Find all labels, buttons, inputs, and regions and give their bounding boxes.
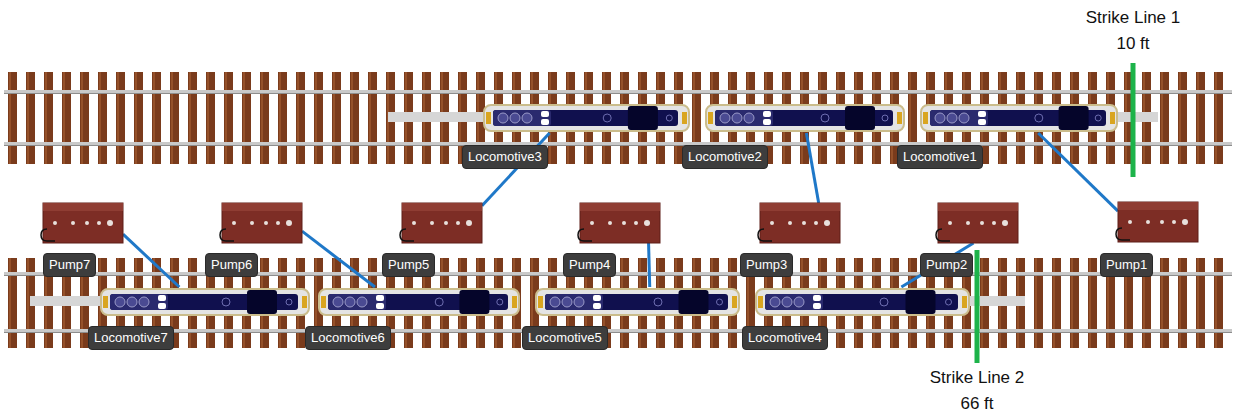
locomotive-shape — [318, 287, 520, 317]
couplers — [30, 112, 1158, 306]
unit-label: Pump1 — [1100, 253, 1153, 277]
pump-unit: Pump4 — [580, 203, 660, 243]
unit-label: Locomotive5 — [522, 326, 608, 350]
hose-connector — [302, 231, 375, 287]
locomotive-shape — [100, 287, 310, 317]
unit-label: Pump3 — [740, 253, 793, 277]
locomotive-shape — [483, 103, 690, 133]
hose-connector — [901, 243, 973, 287]
pump-shape — [938, 203, 1018, 243]
unit-label: Locomotive1 — [897, 145, 983, 169]
strike-line-label: 10 ft — [1116, 34, 1149, 54]
pump-shape — [402, 203, 482, 243]
pump-shape — [580, 203, 660, 243]
strike-line — [975, 250, 980, 363]
pump-unit: Pump2 — [938, 203, 1018, 243]
hose-connector — [1038, 133, 1118, 211]
pump-unit: Pump7 — [43, 203, 123, 243]
pump-unit: Pump6 — [222, 203, 302, 243]
unit-label: Locomotive6 — [305, 326, 391, 350]
strike-line — [1131, 63, 1136, 177]
hose-connector — [649, 243, 650, 287]
unit-label: Locomotive2 — [682, 145, 768, 169]
hose-connector — [123, 234, 179, 287]
locomotive: Locomotive5 — [535, 287, 740, 317]
locomotive: Locomotive1 — [920, 103, 1118, 133]
unit-label: Locomotive4 — [742, 326, 828, 350]
strike-line-label: 66 ft — [960, 394, 993, 414]
hose-connector — [482, 133, 550, 206]
unit-label: Pump7 — [43, 253, 96, 277]
strike-line-label: Strike Line 2 — [930, 368, 1025, 388]
pump-unit: Pump1 — [1118, 202, 1198, 242]
locomotive-shape — [755, 287, 970, 317]
top-track — [4, 72, 1232, 164]
bottom-track — [4, 258, 1232, 348]
locomotive-shape — [920, 103, 1118, 133]
unit-label: Pump2 — [920, 253, 973, 277]
unit-label: Pump6 — [205, 253, 258, 277]
unit-label: Pump4 — [563, 253, 616, 277]
locomotive: Locomotive2 — [705, 103, 905, 133]
strike-line-label: Strike Line 1 — [1086, 8, 1181, 28]
pump-shape — [760, 203, 840, 243]
locomotive: Locomotive3 — [483, 103, 690, 133]
pump-shape — [222, 203, 302, 243]
hose-connector — [806, 133, 818, 203]
locomotive: Locomotive4 — [755, 287, 970, 317]
locomotive: Locomotive7 — [100, 287, 310, 317]
locomotive: Locomotive6 — [318, 287, 520, 317]
pump-unit: Pump5 — [402, 203, 482, 243]
pump-unit: Pump3 — [760, 203, 840, 243]
unit-label: Locomotive3 — [462, 145, 548, 169]
unit-label: Locomotive7 — [88, 326, 174, 350]
locomotive-shape — [535, 287, 740, 317]
pump-shape — [1118, 202, 1198, 242]
locomotive-shape — [705, 103, 905, 133]
unit-label: Pump5 — [382, 253, 435, 277]
pump-shape — [43, 203, 123, 243]
